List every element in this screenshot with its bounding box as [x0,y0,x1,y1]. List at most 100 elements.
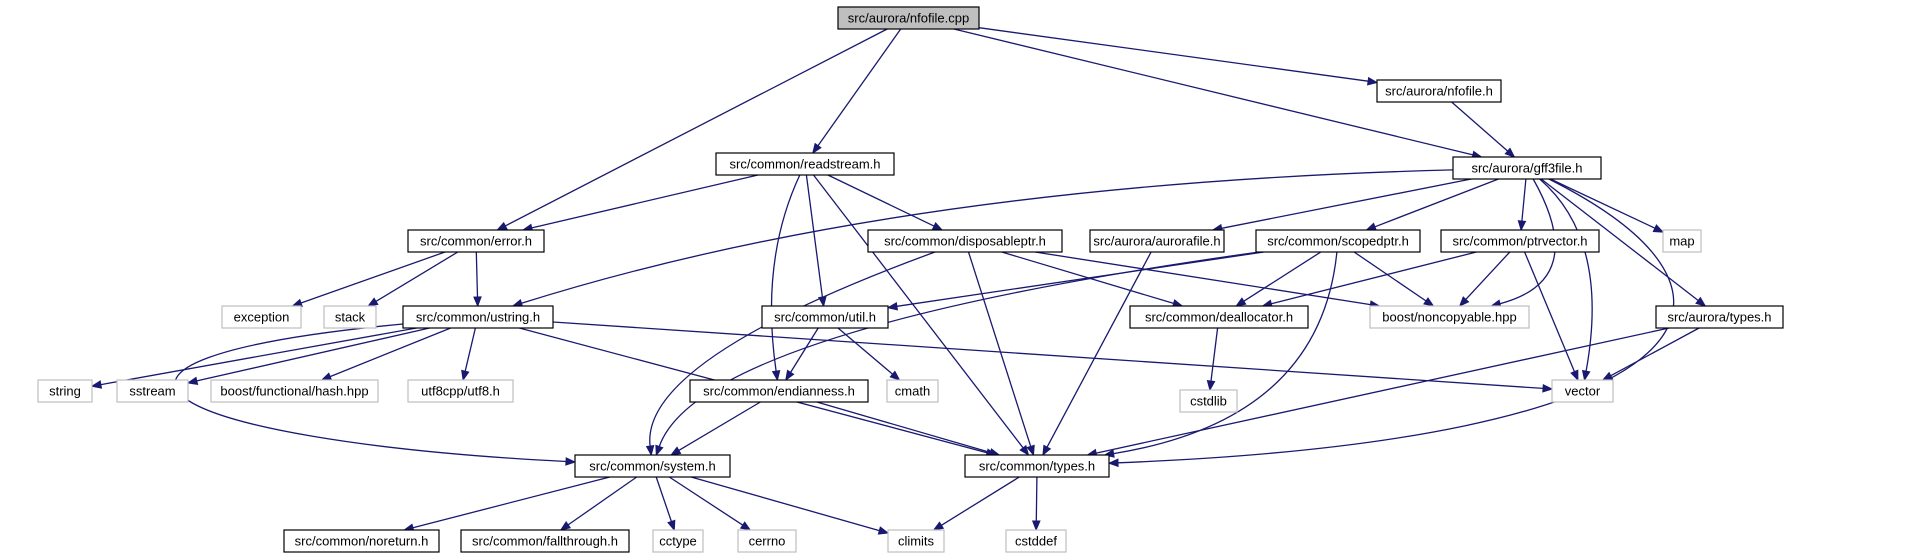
node-label: cmath [895,384,930,399]
edge-line [649,251,936,447]
edge-types_h-to-climits [932,476,1020,531]
node-types-h[interactable]: src/common/types.h [964,454,1110,478]
edges-layer [90,27,1707,535]
node-map: map [1662,229,1702,253]
node-disposableptr-h[interactable]: src/common/disposableptr.h [867,229,1063,253]
edge-line [896,251,1264,307]
node-cstddef: cstddef [1005,529,1067,553]
node-box [37,379,93,403]
node-functional-hash: boost/functional/hash.hpp [210,379,379,403]
edge-endianness_h-to-types_h [816,401,1001,457]
edge-arrowhead [1517,220,1527,232]
edge-line [100,327,417,386]
node-aurorafile-h[interactable]: src/aurora/aurorafile.h [1089,229,1225,253]
edge-line [329,327,451,378]
edge-line [1374,178,1499,228]
edge-nfofile_cpp-to-nfofile_h [978,27,1379,86]
edge-util_h-to-cmath [837,327,901,381]
edge-ustring_h-to-functional_hash [320,327,451,381]
edge-line [300,251,446,304]
nodes-layer: src/aurora/nfofile.cpp src/aurora/nfofile… [37,6,1784,553]
edge-line [658,251,1260,447]
node-label: src/aurora/nfofile.cpp [848,11,969,26]
node-system-h[interactable]: src/common/system.h [574,454,731,478]
node-climits: climits [887,529,945,553]
node-error-h[interactable]: src/common/error.h [407,229,545,253]
edge-arrowhead [1458,296,1470,307]
node-box [689,379,869,403]
edge-disposableptr_h-to-deallocator_h [1001,251,1184,308]
node-label: cerrno [749,534,786,549]
node-label: src/aurora/types.h [1667,310,1771,325]
edge-line [678,401,761,451]
node-box [837,6,980,30]
node-readstream-h[interactable]: src/common/readstream.h [715,152,895,176]
edge-line [816,401,991,454]
edge-endianness_h-to-system_h [669,401,761,456]
node-box [1369,305,1530,329]
node-box [1440,229,1600,253]
edge-line [655,476,673,522]
edge-line [967,251,1032,447]
node-box [1551,379,1614,403]
edge-arrowhead [496,221,508,231]
node-box [460,529,630,553]
edge-arrowhead [771,370,781,382]
node-deallocator-h[interactable]: src/common/deallocator.h [1129,305,1309,329]
edge-readstream_h-to-disposableptr_h [827,174,944,231]
node-endianness-h[interactable]: src/common/endianness.h [689,379,869,403]
edge-arrowhead [889,370,901,381]
edge-arrowhead [1031,520,1041,532]
edge-arrowhead [1367,76,1379,86]
node-util-h[interactable]: src/common/util.h [761,305,889,329]
node-ustring-h[interactable]: src/common/ustring.h [402,305,554,329]
edge-line [196,327,430,382]
edge-arrowhead [667,519,676,532]
node-cstdlib: cstdlib [1179,389,1238,413]
node-label: src/common/deallocator.h [1145,310,1293,325]
node-nfofile-h[interactable]: src/aurora/nfofile.h [1376,79,1502,103]
edge-line [375,251,459,302]
edge-line [805,174,824,298]
node-label: cctype [659,534,697,549]
edge-line [690,476,880,532]
edge-arrowhead [90,380,103,389]
edge-ptrvector_h-to-deallocator_h [1261,251,1477,308]
node-gff3file-h[interactable]: src/aurora/gff3file.h [1452,156,1602,180]
node-ptrvector-h[interactable]: src/common/ptrvector.h [1440,229,1600,253]
node-scopedptr-h[interactable]: src/common/scopedptr.h [1255,229,1421,253]
edge-scopedptr_h-to-util_h [886,251,1264,311]
edge-arrowhead [1504,147,1516,158]
node-label: utf8cpp/utf8.h [421,384,500,399]
node-aurora-types-h[interactable]: src/aurora/types.h [1655,305,1784,329]
edge-scopedptr_h-to-deallocator_h [1235,251,1322,307]
edge-line [1550,178,1656,229]
edge-line [1034,251,1371,306]
node-box [715,152,895,176]
edge-line [817,28,902,147]
edge-arrowhead [461,369,470,382]
edge-line [567,476,638,526]
edge-arrowhead [669,446,682,456]
node-fallthrough-h[interactable]: src/common/fallthrough.h [460,529,630,553]
edge-arrowhead [931,222,944,231]
edge-line [812,174,1024,449]
edge-error_h-to-stack [367,251,459,307]
node-label: src/aurora/gff3file.h [1471,161,1582,176]
node-noreturn-h[interactable]: src/common/noreturn.h [283,529,440,553]
edge-line [1465,251,1511,300]
node-box [283,529,440,553]
edge-line [1451,101,1509,152]
edge-deallocator_h-to-cstdlib [1206,327,1219,392]
node-box [1662,229,1702,253]
edge-arrowhead [739,521,752,531]
edge-arrowhead [1235,297,1247,307]
edge-arrowhead [1652,224,1665,233]
edge-arrowhead [291,298,303,307]
node-label: src/aurora/nfofile.h [1385,84,1493,99]
edge-line [1271,251,1477,305]
node-box [1255,229,1421,253]
edge-line [1243,251,1322,302]
edge-readstream_h-to-error_h [521,174,759,233]
